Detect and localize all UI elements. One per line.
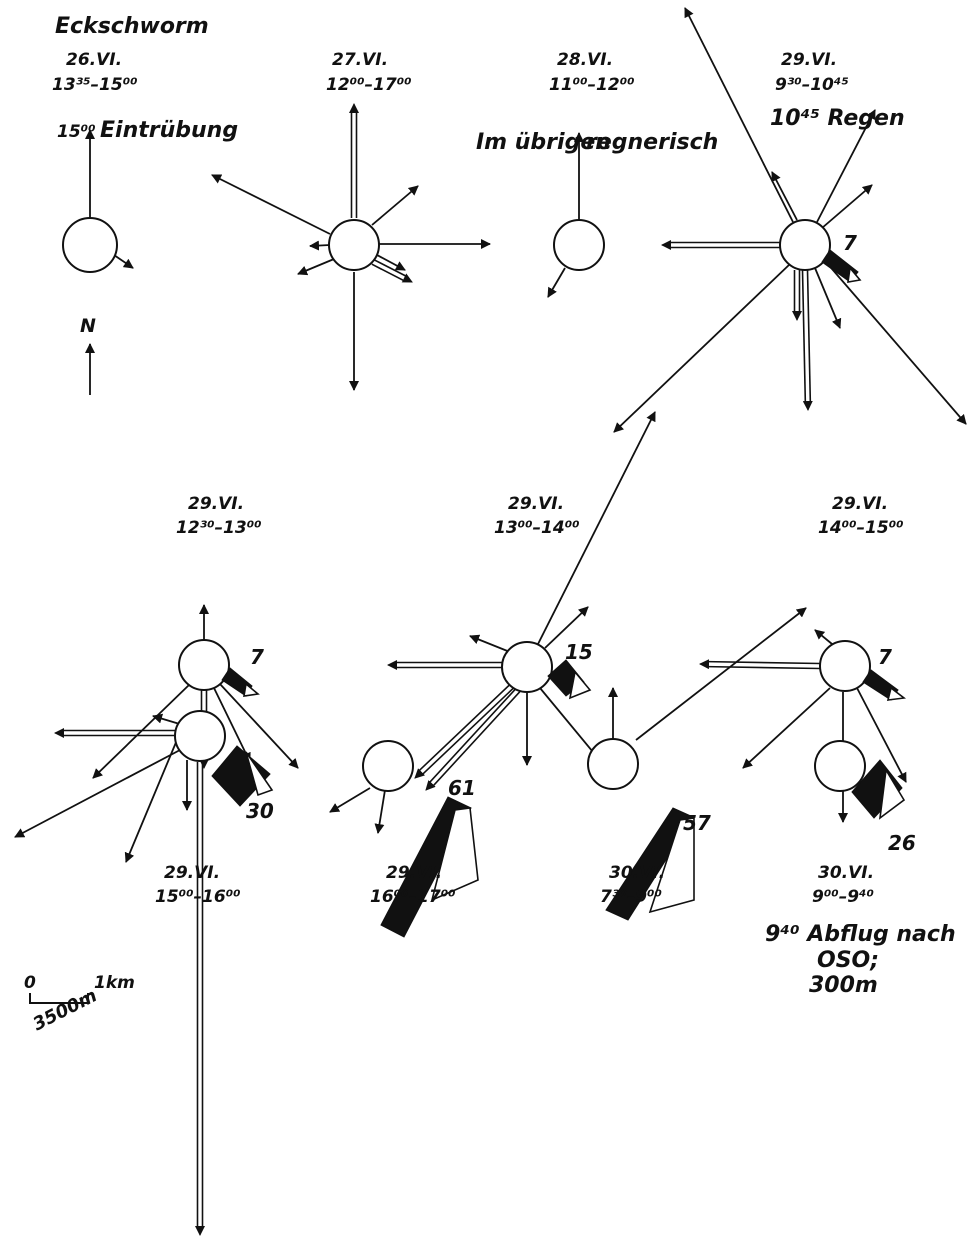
date-s1: 26.VI. (66, 50, 122, 70)
time-s2: 12⁰⁰–17⁰⁰ (326, 75, 412, 95)
time-s9: 16⁰⁰–17⁰⁰ (370, 887, 456, 907)
date-s7: 29.VI. (832, 494, 888, 514)
note-s11-line1: 9⁴⁰ Abflug nach (765, 922, 956, 947)
double-flight-arrow (433, 692, 520, 786)
flight-arrow (372, 186, 418, 225)
hive-circle (329, 220, 379, 270)
arrow-head (415, 772, 421, 778)
date-s10: 30.VI. (609, 863, 665, 883)
count-s5: 7 (250, 645, 264, 669)
note-time-s1: 15⁰⁰ (57, 122, 96, 142)
flight-arrow (114, 255, 133, 268)
time-s8: 15⁰⁰–16⁰⁰ (155, 887, 241, 907)
double-flight-arrow (423, 688, 514, 774)
flight-arrow (826, 262, 966, 424)
hive-circle (363, 741, 413, 791)
double-flight-arrow (419, 684, 510, 770)
double-flight-arrow (708, 667, 820, 669)
arrow-head (405, 278, 412, 282)
date-s4: 29.VI. (781, 50, 837, 70)
scale-unit: 1km (94, 973, 135, 993)
hives-layer (63, 218, 904, 937)
hive-circle (588, 739, 638, 789)
scale-zero: 0 (24, 973, 36, 993)
hive-circle (179, 640, 229, 690)
flight-arrow (330, 788, 370, 812)
date-s9: 29.VI. (386, 863, 442, 883)
flight-arrow (636, 608, 806, 740)
count-s9: 61 (448, 776, 476, 800)
date-s8: 29.VI. (164, 863, 220, 883)
date-s3: 28.VI. (557, 50, 613, 70)
flight-arrow (298, 259, 334, 274)
time-s3: 11⁰⁰–12⁰⁰ (549, 75, 635, 95)
hive-circle (820, 641, 870, 691)
flight-arrow (815, 268, 840, 328)
time-s7: 14⁰⁰–15⁰⁰ (818, 518, 904, 538)
time-s11: 9⁰⁰–9⁴⁰ (812, 887, 874, 907)
time-s1: 13³⁵–15⁰⁰ (52, 75, 138, 95)
hive-circle (502, 642, 552, 692)
note-s11-line2: OSO; (817, 948, 879, 973)
hive-circle (175, 711, 225, 761)
time-s4: 9³⁰–10⁴⁵ (775, 75, 849, 95)
time-s10: 7³⁰–9⁰⁰ (600, 887, 662, 907)
flight-arrow (614, 264, 790, 432)
arrows-layer (15, 8, 966, 1235)
note-s1: Eintrübung (100, 118, 238, 143)
flight-arrow (548, 268, 565, 297)
time-s5: 12³⁰–13⁰⁰ (176, 518, 262, 538)
hive-circle (554, 220, 604, 270)
flight-arrow (822, 185, 872, 228)
location-title: Eckschworm (55, 14, 209, 39)
hive-circle (815, 741, 865, 791)
note-s4: 10⁴⁵ Regen (770, 106, 905, 131)
double-flight-arrow (803, 270, 806, 402)
double-flight-arrow (708, 662, 820, 664)
north-label: N (80, 315, 96, 337)
time-s6: 13⁰⁰–14⁰⁰ (494, 518, 580, 538)
note-s11-line3: 300m (809, 973, 878, 998)
date-s2: 27.VI. (332, 50, 388, 70)
date-s6: 29.VI. (508, 494, 564, 514)
arrow-head (426, 784, 431, 790)
count-s6: 15 (565, 640, 593, 664)
flight-arrow (470, 636, 510, 652)
flight-arrow (310, 245, 330, 246)
double-flight-arrow (807, 270, 810, 402)
count-s4: 7 (843, 231, 857, 255)
count-s7: 7 (878, 645, 892, 669)
flight-arrow (815, 630, 832, 644)
flight-arrow (378, 790, 385, 833)
date-s11: 30.VI. (818, 863, 874, 883)
note-right-s3: regnerisch (586, 130, 718, 155)
count-s8: 30 (246, 799, 274, 823)
date-s5: 29.VI. (188, 494, 244, 514)
flight-arrow (772, 172, 797, 220)
count-s10: 57 (683, 811, 711, 835)
count-s11: 26 (888, 831, 916, 855)
distance-label: 3500m (30, 985, 101, 1035)
flight-arrow (212, 175, 330, 234)
double-flight-arrow (430, 688, 517, 782)
hive-circle (63, 218, 117, 272)
